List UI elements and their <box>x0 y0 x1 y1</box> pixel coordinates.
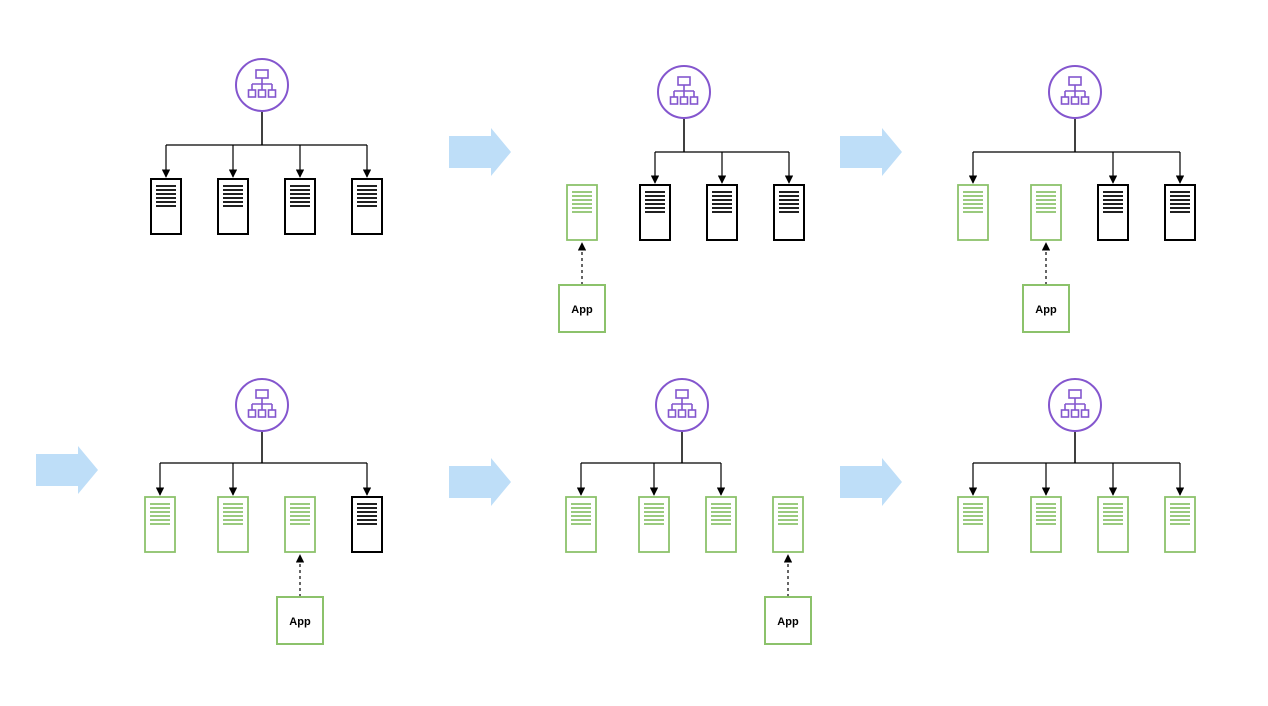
new-server-icon <box>1030 184 1062 241</box>
new-server-icon <box>705 496 737 553</box>
new-server-icon <box>217 496 249 553</box>
step-arrow-icon <box>840 458 902 506</box>
old-server-icon <box>1097 184 1129 241</box>
app-label: App <box>571 304 593 316</box>
deployment-step-2: App <box>558 65 805 333</box>
old-server-icon <box>351 496 383 553</box>
load-balancer-icon <box>235 58 289 112</box>
old-server-icon <box>351 178 383 235</box>
deployment-step-5: App <box>565 378 812 645</box>
load-balancer-icon <box>657 65 711 119</box>
app-box <box>764 596 812 645</box>
app-box <box>276 596 324 645</box>
new-server-icon <box>772 496 804 553</box>
load-balancer-icon <box>235 378 289 432</box>
step-arrow-icon <box>36 446 98 494</box>
old-server-icon <box>706 184 738 241</box>
deployment-step-1 <box>150 58 383 235</box>
app-box <box>1022 284 1070 333</box>
old-server-icon <box>639 184 671 241</box>
app-label: App <box>777 616 799 628</box>
new-server-icon <box>638 496 670 553</box>
step-arrow-icon <box>449 128 511 176</box>
old-server-icon <box>773 184 805 241</box>
step-arrow-icon <box>449 458 511 506</box>
old-server-icon <box>217 178 249 235</box>
load-balancer-icon <box>1048 378 1102 432</box>
new-server-icon <box>1164 496 1196 553</box>
old-server-icon <box>284 178 316 235</box>
app-label: App <box>1035 304 1057 316</box>
new-server-icon <box>565 496 597 553</box>
load-balancer-icon <box>1048 65 1102 119</box>
old-server-icon <box>150 178 182 235</box>
step-arrow-icon <box>840 128 902 176</box>
new-server-icon <box>284 496 316 553</box>
new-server-icon <box>566 184 598 241</box>
new-server-icon <box>957 496 989 553</box>
load-balancer-icon <box>655 378 709 432</box>
app-box <box>558 284 606 333</box>
app-label: App <box>289 616 311 628</box>
deployment-step-4: App <box>144 378 383 645</box>
new-server-icon <box>957 184 989 241</box>
old-server-icon <box>1164 184 1196 241</box>
deployment-step-6 <box>957 378 1196 553</box>
new-server-icon <box>1097 496 1129 553</box>
deployment-step-3: App <box>957 65 1196 333</box>
new-server-icon <box>144 496 176 553</box>
new-server-icon <box>1030 496 1062 553</box>
